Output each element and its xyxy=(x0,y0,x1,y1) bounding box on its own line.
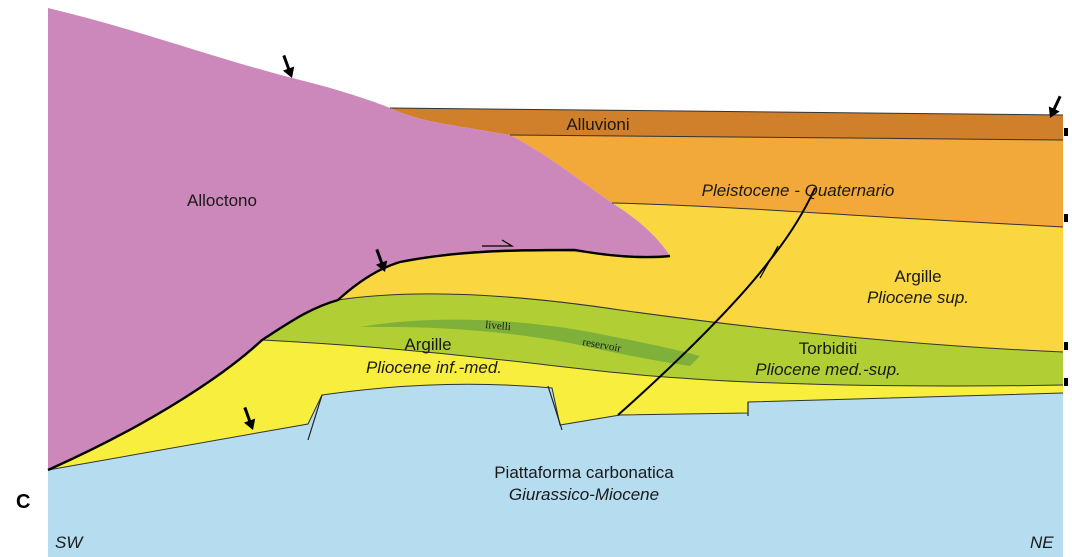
panel-letter: C xyxy=(16,491,30,513)
sw-label: SW xyxy=(55,533,84,552)
argille-sup-name: Argille xyxy=(894,267,941,286)
alluvioni-label: Alluvioni xyxy=(566,115,629,134)
argille-inf-age: Pliocene inf.-med. xyxy=(366,358,502,377)
edge-ticks xyxy=(1064,128,1068,386)
torbiditi-name: Torbiditi xyxy=(799,339,858,358)
livelli-label: livelli xyxy=(485,319,512,333)
argille-sup-age: Pliocene sup. xyxy=(867,288,969,307)
ne-label: NE xyxy=(1030,533,1054,552)
argille-inf-name: Argille xyxy=(404,335,451,354)
piattaforma-name: Piattaforma carbonatica xyxy=(494,463,674,482)
torbiditi-age: Pliocene med.-sup. xyxy=(755,360,901,379)
piattaforma-age: Giurassico-Miocene xyxy=(509,485,659,504)
alloctono-label: Alloctono xyxy=(187,191,257,210)
pleistocene-label: Pleistocene - Quaternario xyxy=(702,181,895,200)
